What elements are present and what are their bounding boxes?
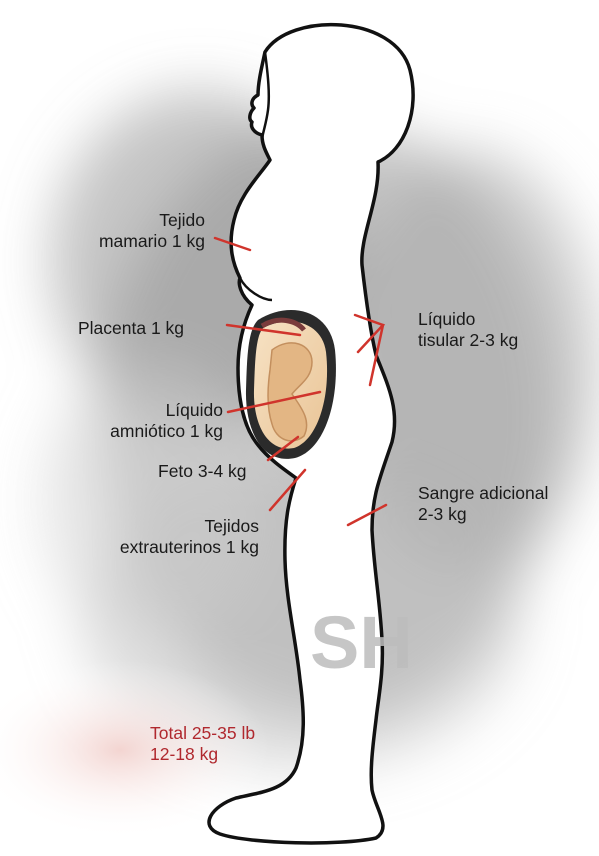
label-mammary-line1: Tejido — [99, 210, 205, 231]
svg-text:SH: SH — [310, 601, 413, 684]
label-amniotic-line2: amniótico 1 kg — [110, 421, 223, 442]
label-fetus: Feto 3-4 kg — [158, 461, 247, 482]
watermark: SH — [310, 601, 413, 684]
total-lb: Total 25-35 lb — [150, 723, 255, 744]
label-tissue-fluid-line2: tisular 2-3 kg — [418, 330, 518, 351]
label-total: Total 25-35 lb 12-18 kg — [150, 723, 255, 765]
label-blood-line2: 2-3 kg — [418, 504, 548, 525]
label-extrauterine-line1: Tejidos — [120, 516, 259, 537]
label-tissue-fluid: Líquido tisular 2-3 kg — [418, 309, 518, 351]
label-blood: Sangre adicional 2-3 kg — [418, 483, 548, 525]
total-kg: 12-18 kg — [150, 744, 255, 765]
label-extrauterine-line2: extrauterinos 1 kg — [120, 537, 259, 558]
label-tissue-fluid-line1: Líquido — [418, 309, 518, 330]
label-extrauterine: Tejidos extrauterinos 1 kg — [120, 516, 259, 558]
label-mammary-line2: mamario 1 kg — [99, 231, 205, 252]
label-amniotic-line1: Líquido — [110, 400, 223, 421]
label-placenta-line1: Placenta 1 kg — [78, 318, 184, 339]
label-amniotic: Líquido amniótico 1 kg — [110, 400, 223, 442]
label-placenta: Placenta 1 kg — [78, 318, 184, 339]
label-fetus-line1: Feto 3-4 kg — [158, 461, 247, 482]
label-blood-line1: Sangre adicional — [418, 483, 548, 504]
label-mammary: Tejido mamario 1 kg — [99, 210, 205, 252]
